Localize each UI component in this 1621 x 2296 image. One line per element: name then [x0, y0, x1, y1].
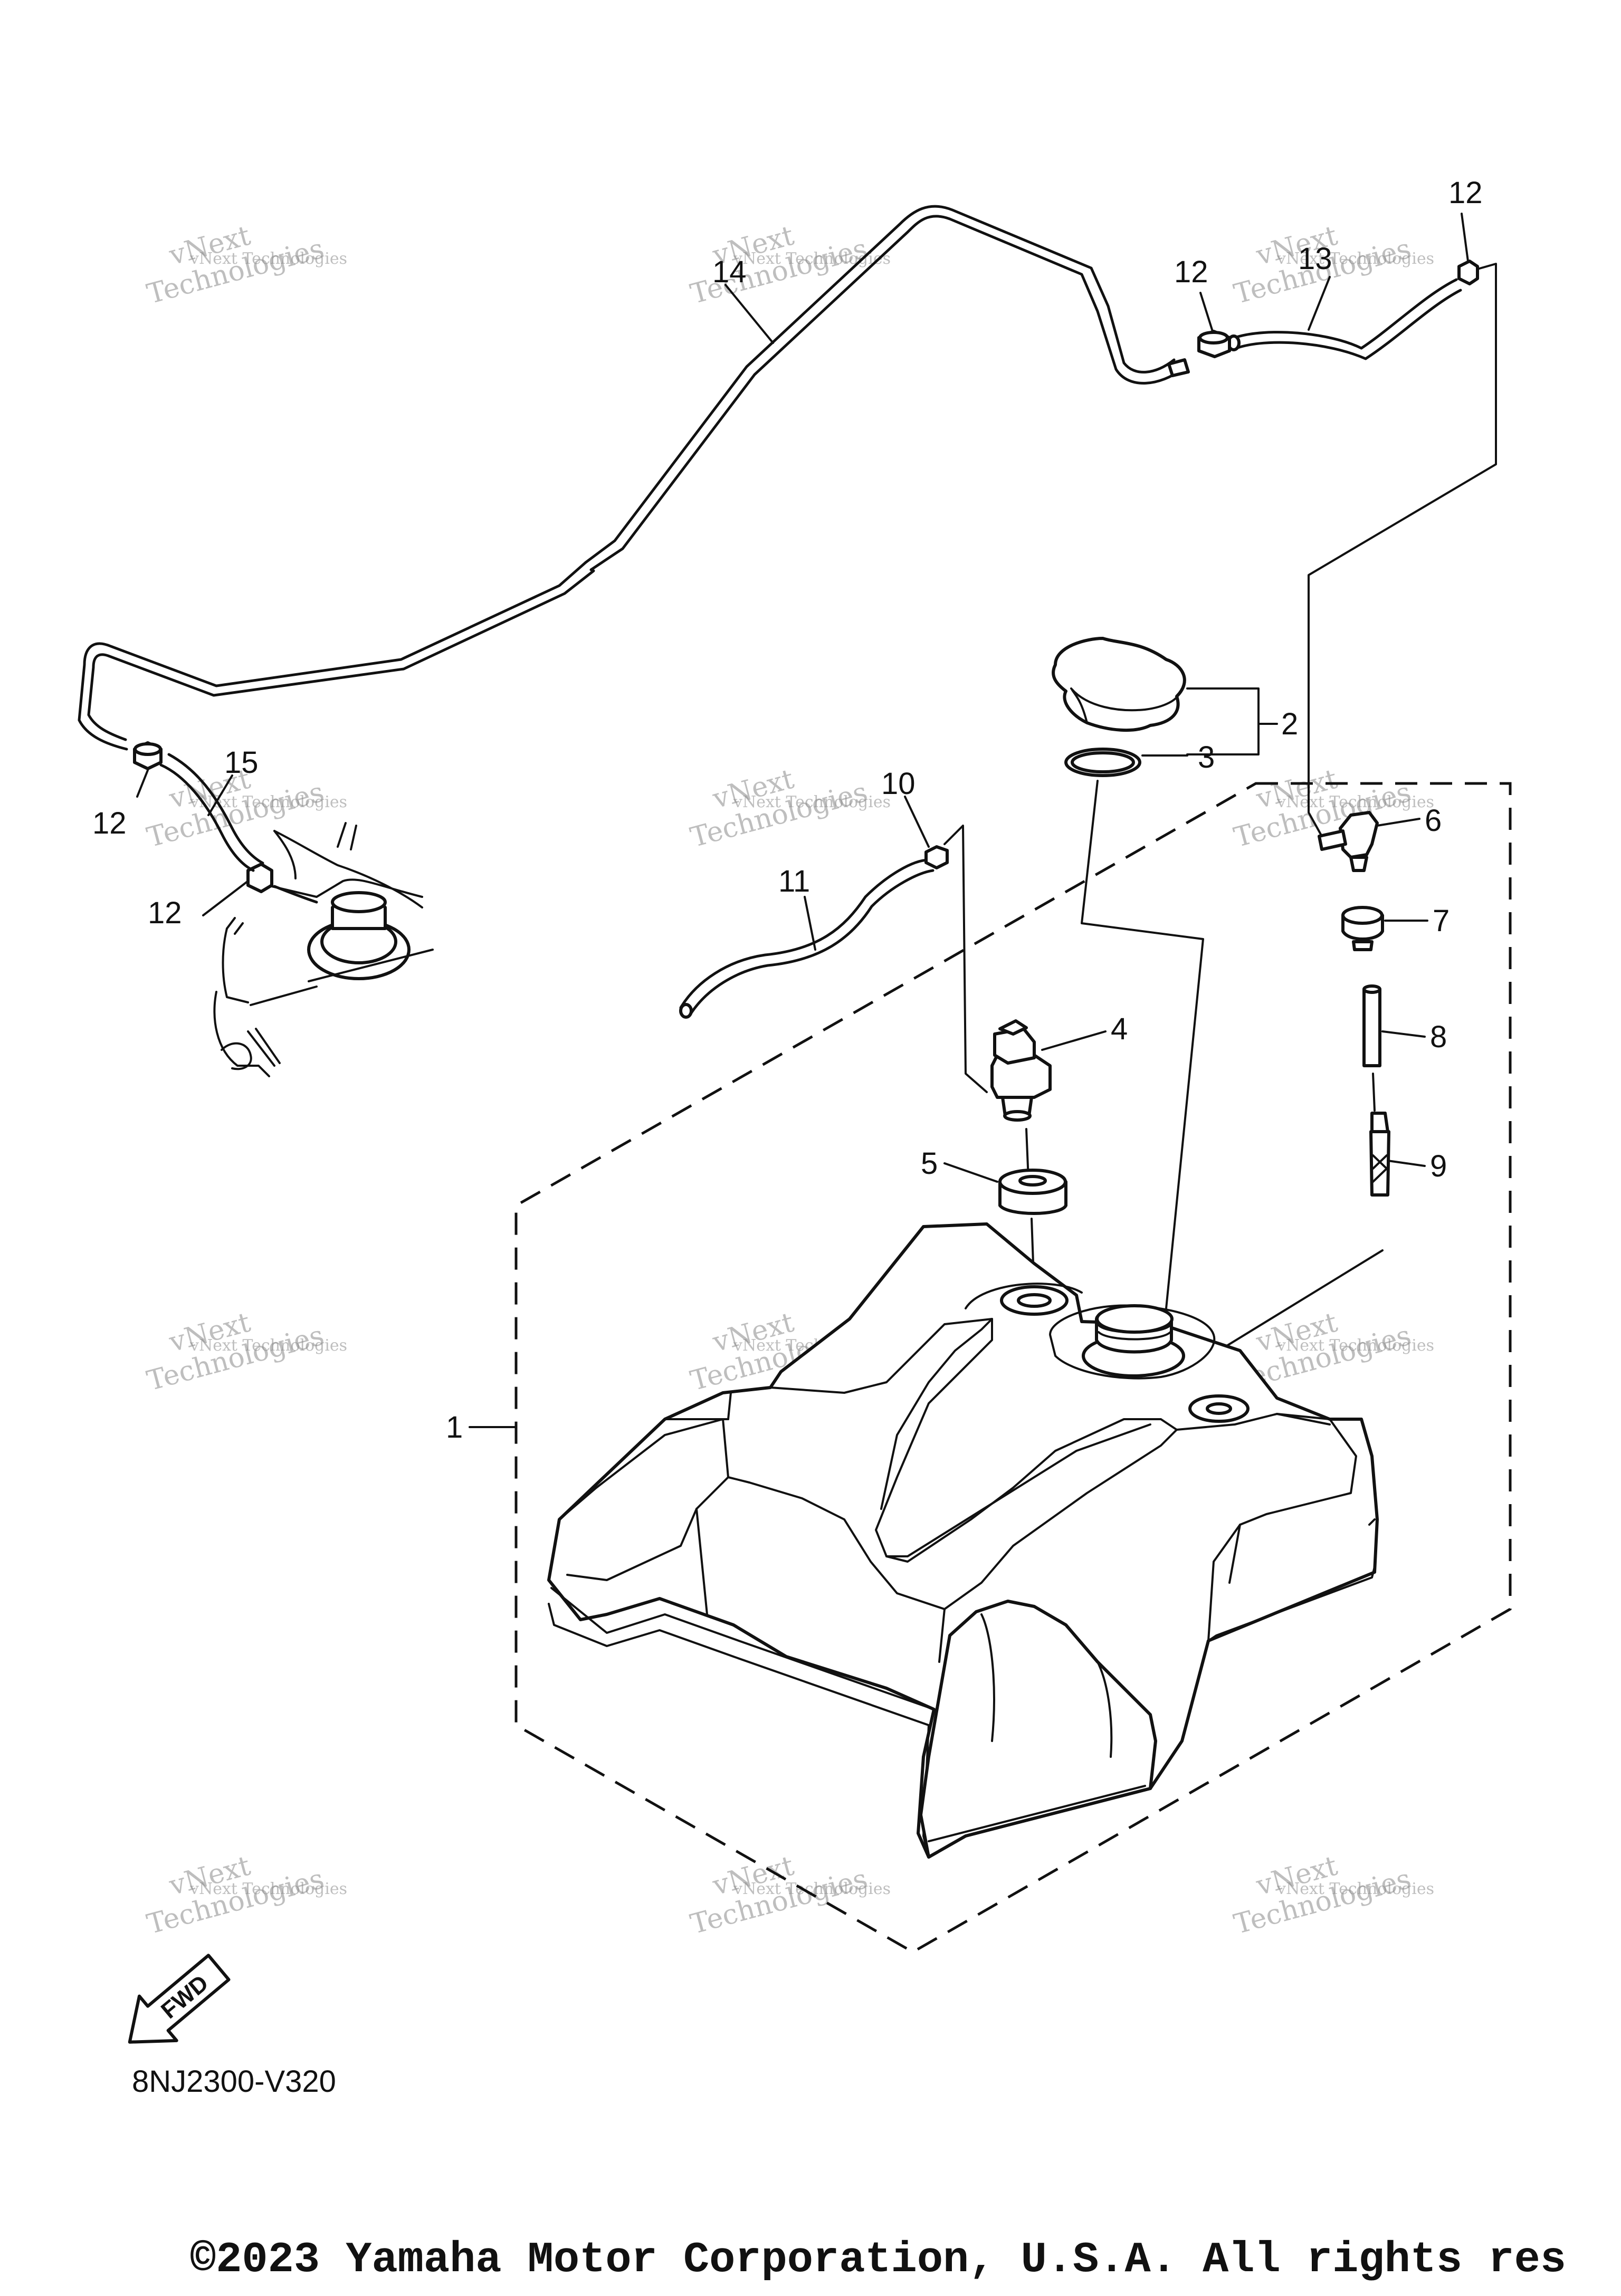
fuel-cap-2 [1052, 637, 1186, 732]
hose-15 [159, 753, 264, 872]
callout-6: 6 [1425, 803, 1442, 838]
svg-text:vNext Technologies: vNext Technologies [1276, 1336, 1434, 1355]
clamp-12-left-upper [133, 741, 163, 770]
watermark: vNext Technologies vNext Technologies [144, 1850, 347, 1940]
watermark: vNext Technologies vNext Technologies [144, 219, 347, 310]
hose-13 [1227, 278, 1462, 360]
fuel-tank-1 [547, 1222, 1379, 1859]
leader-cap-to-neck [1081, 780, 1204, 1309]
callout-leaders [136, 213, 1469, 1428]
diagram-code: 8NJ2300-V320 [132, 2064, 336, 2099]
svg-text:vNext Technologies: vNext Technologies [189, 1880, 347, 1898]
leader-9-to-tank [1218, 1249, 1384, 1352]
filter-9 [1369, 1112, 1390, 1197]
callout-4: 4 [1111, 1012, 1128, 1046]
elbow-fitting-6 [1318, 811, 1379, 872]
clamp-10 [924, 845, 949, 869]
clamp-12-top-right [1457, 260, 1479, 285]
leader-8-to-9 [1372, 1073, 1376, 1112]
grommet-5 [998, 1169, 1067, 1215]
callout-3: 3 [1198, 740, 1215, 774]
callout-12-left-lower: 12 [148, 896, 182, 930]
callout-2: 2 [1281, 707, 1298, 741]
watermark: vNext Technologies vNext Technologies [1231, 219, 1434, 310]
callout-15: 15 [224, 745, 259, 780]
breather-hose-14 [78, 205, 1190, 751]
callout-5: 5 [921, 1146, 938, 1181]
hose-11 [679, 858, 935, 1019]
leader-10-guide [943, 825, 988, 1093]
callout-11: 11 [778, 864, 810, 898]
callout-7: 7 [1433, 904, 1450, 938]
grommet-7 [1341, 906, 1384, 951]
valve-detail-left [213, 822, 434, 1077]
copyright-notice: ©2023 Yamaha Motor Corporation, U.S.A. A… [190, 2235, 1566, 2284]
fuel-valve-4 [990, 1019, 1052, 1122]
o-ring-3 [1064, 748, 1141, 777]
svg-text:vNext Technologies: vNext Technologies [1276, 250, 1434, 268]
callout-1: 1 [446, 1410, 463, 1444]
callout-13: 13 [1298, 242, 1332, 276]
callout-8: 8 [1430, 1020, 1447, 1054]
svg-text:vNext Technologies: vNext Technologies [189, 250, 347, 268]
callout-labels: 1 2 3 4 5 6 7 8 9 10 11 12 12 12 12 13 1… [92, 176, 1483, 1444]
callout-9: 9 [1430, 1149, 1447, 1183]
callout-14: 14 [712, 255, 747, 289]
svg-text:vNext Technologies: vNext Technologies [1276, 1880, 1434, 1898]
watermark: vNext Technologies vNext Technologies [144, 1306, 347, 1397]
assembly-boundary-dashed [514, 782, 1512, 1954]
clamp-12-top-middle [1197, 330, 1231, 358]
svg-text:vNext Technologies: vNext Technologies [189, 1336, 347, 1355]
watermarks: vNext Technologies vNext Technologies vN… [144, 219, 1434, 1940]
pipe-8 [1362, 984, 1381, 1067]
watermark: vNext Technologies vNext Technologies [1231, 1850, 1434, 1940]
watermark: vNext Technologies vNext Technologies [687, 1850, 891, 1940]
callout-12-left-upper: 12 [92, 806, 127, 840]
svg-text:vNext Technologies: vNext Technologies [733, 250, 891, 268]
watermark: vNext Technologies vNext Technologies [687, 763, 891, 854]
callout-12-top-middle: 12 [1174, 255, 1208, 289]
callout-12-top-right: 12 [1448, 176, 1483, 210]
leader-right-routing [1308, 263, 1497, 837]
callout-10: 10 [881, 767, 916, 801]
svg-text:vNext Technologies: vNext Technologies [733, 793, 891, 811]
fwd-arrow-icon: FWD [128, 1954, 231, 2044]
svg-text:vNext Technologies: vNext Technologies [1276, 793, 1434, 811]
